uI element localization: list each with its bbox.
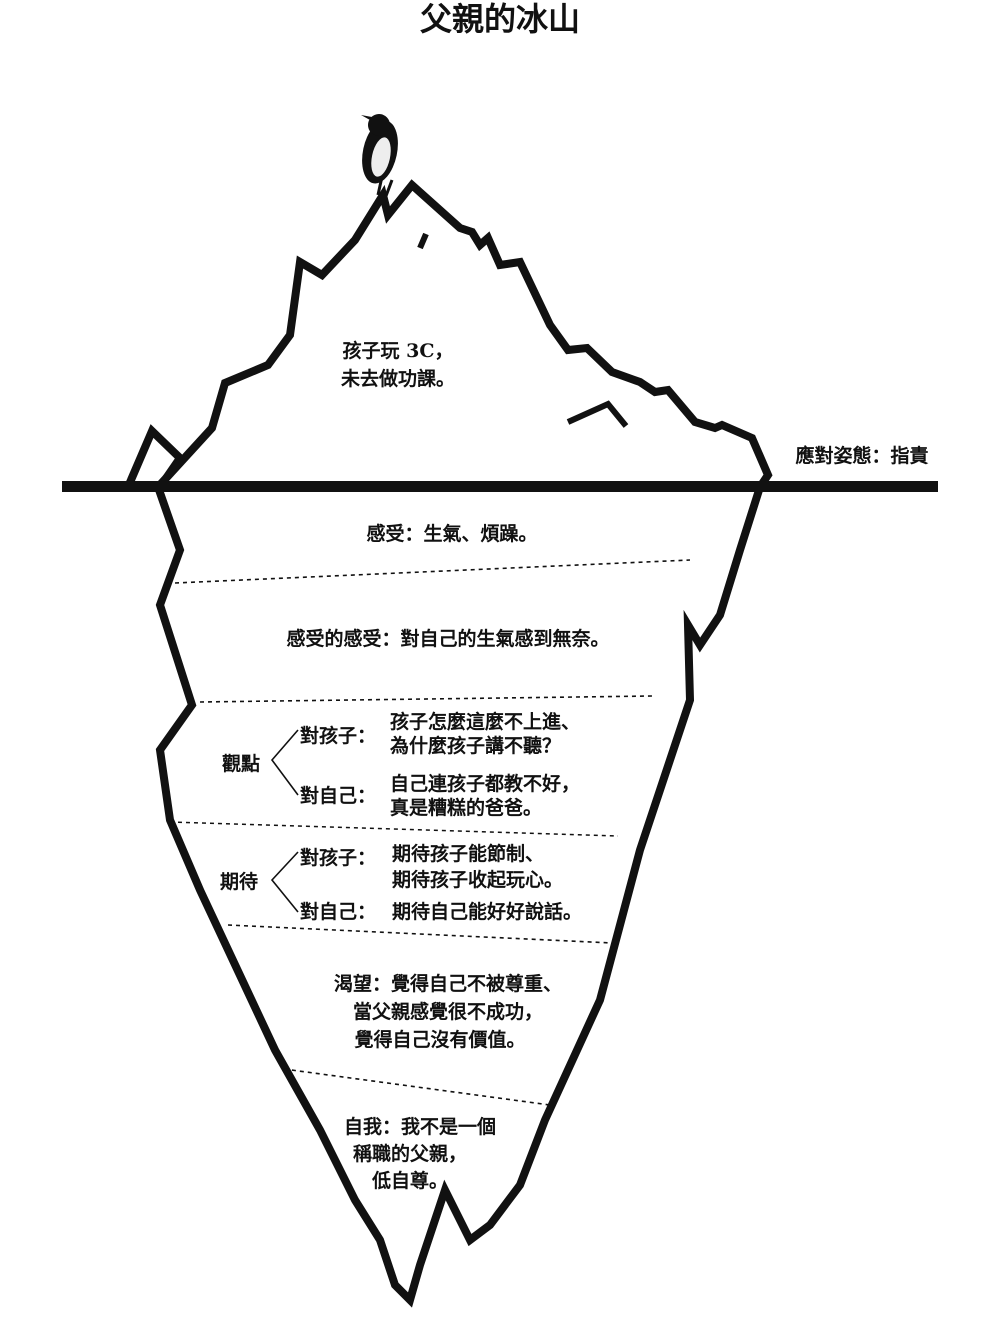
expectations-self-label: 對自己： bbox=[300, 900, 376, 923]
ice-crack-mark bbox=[417, 232, 429, 250]
tip-text-line2: 未去做功課。 bbox=[340, 367, 455, 390]
perceptions-self-line1: 自己連孩子都教不好， bbox=[390, 772, 580, 795]
self-line1: 自我：我不是一個 bbox=[344, 1115, 496, 1138]
self-line2: 稱職的父親， bbox=[353, 1142, 467, 1165]
expectations-brace bbox=[270, 851, 299, 913]
expectations-child-line2: 期待孩子收起玩心。 bbox=[392, 868, 563, 891]
layer-divider bbox=[169, 821, 619, 837]
yearnings-line3: 覺得自己沒有價值。 bbox=[353, 1028, 525, 1051]
perceptions-self-line2: 真是糟糕的爸爸。 bbox=[390, 796, 542, 819]
expectations-child-line1: 期待孩子能節制、 bbox=[392, 842, 544, 865]
waterline bbox=[62, 481, 938, 492]
bird-icon bbox=[361, 114, 398, 197]
perceptions-child-line2: 為什麼孩子講不聽？ bbox=[390, 734, 561, 757]
coping-stance-label: 應對姿態：指責 bbox=[795, 444, 928, 467]
expectations-self-line1: 期待自己能好好說話。 bbox=[392, 900, 582, 923]
perceptions-label: 觀點 bbox=[222, 752, 260, 775]
yearnings-line1: 渴望：覺得自己不被尊重、 bbox=[334, 972, 562, 995]
perceptions-self-label: 對自己： bbox=[300, 784, 376, 807]
feelings-text: 感受：生氣、煩躁。 bbox=[366, 522, 537, 545]
self-line3: 低自尊。 bbox=[371, 1169, 448, 1192]
layer-divider bbox=[199, 695, 653, 703]
feelings-about-feelings-text: 感受的感受：對自己的生氣感到無奈。 bbox=[286, 627, 609, 650]
yearnings-line2: 當父親感覺很不成功， bbox=[353, 1000, 543, 1023]
layer-divider bbox=[227, 924, 613, 944]
perceptions-brace bbox=[270, 729, 299, 796]
ice-crack-mark bbox=[566, 400, 629, 428]
page-title: 父親的冰山 bbox=[420, 0, 580, 38]
perceptions-child-label: 對孩子： bbox=[300, 724, 376, 747]
layer-divider bbox=[174, 559, 691, 584]
expectations-child-label: 對孩子： bbox=[300, 846, 376, 869]
iceberg-outline bbox=[153, 179, 773, 1308]
expectations-label: 期待 bbox=[220, 870, 258, 893]
perceptions-child-line1: 孩子怎麼這麼不上進、 bbox=[390, 710, 580, 733]
tip-text-line1: 孩子玩 3C， bbox=[343, 339, 454, 362]
